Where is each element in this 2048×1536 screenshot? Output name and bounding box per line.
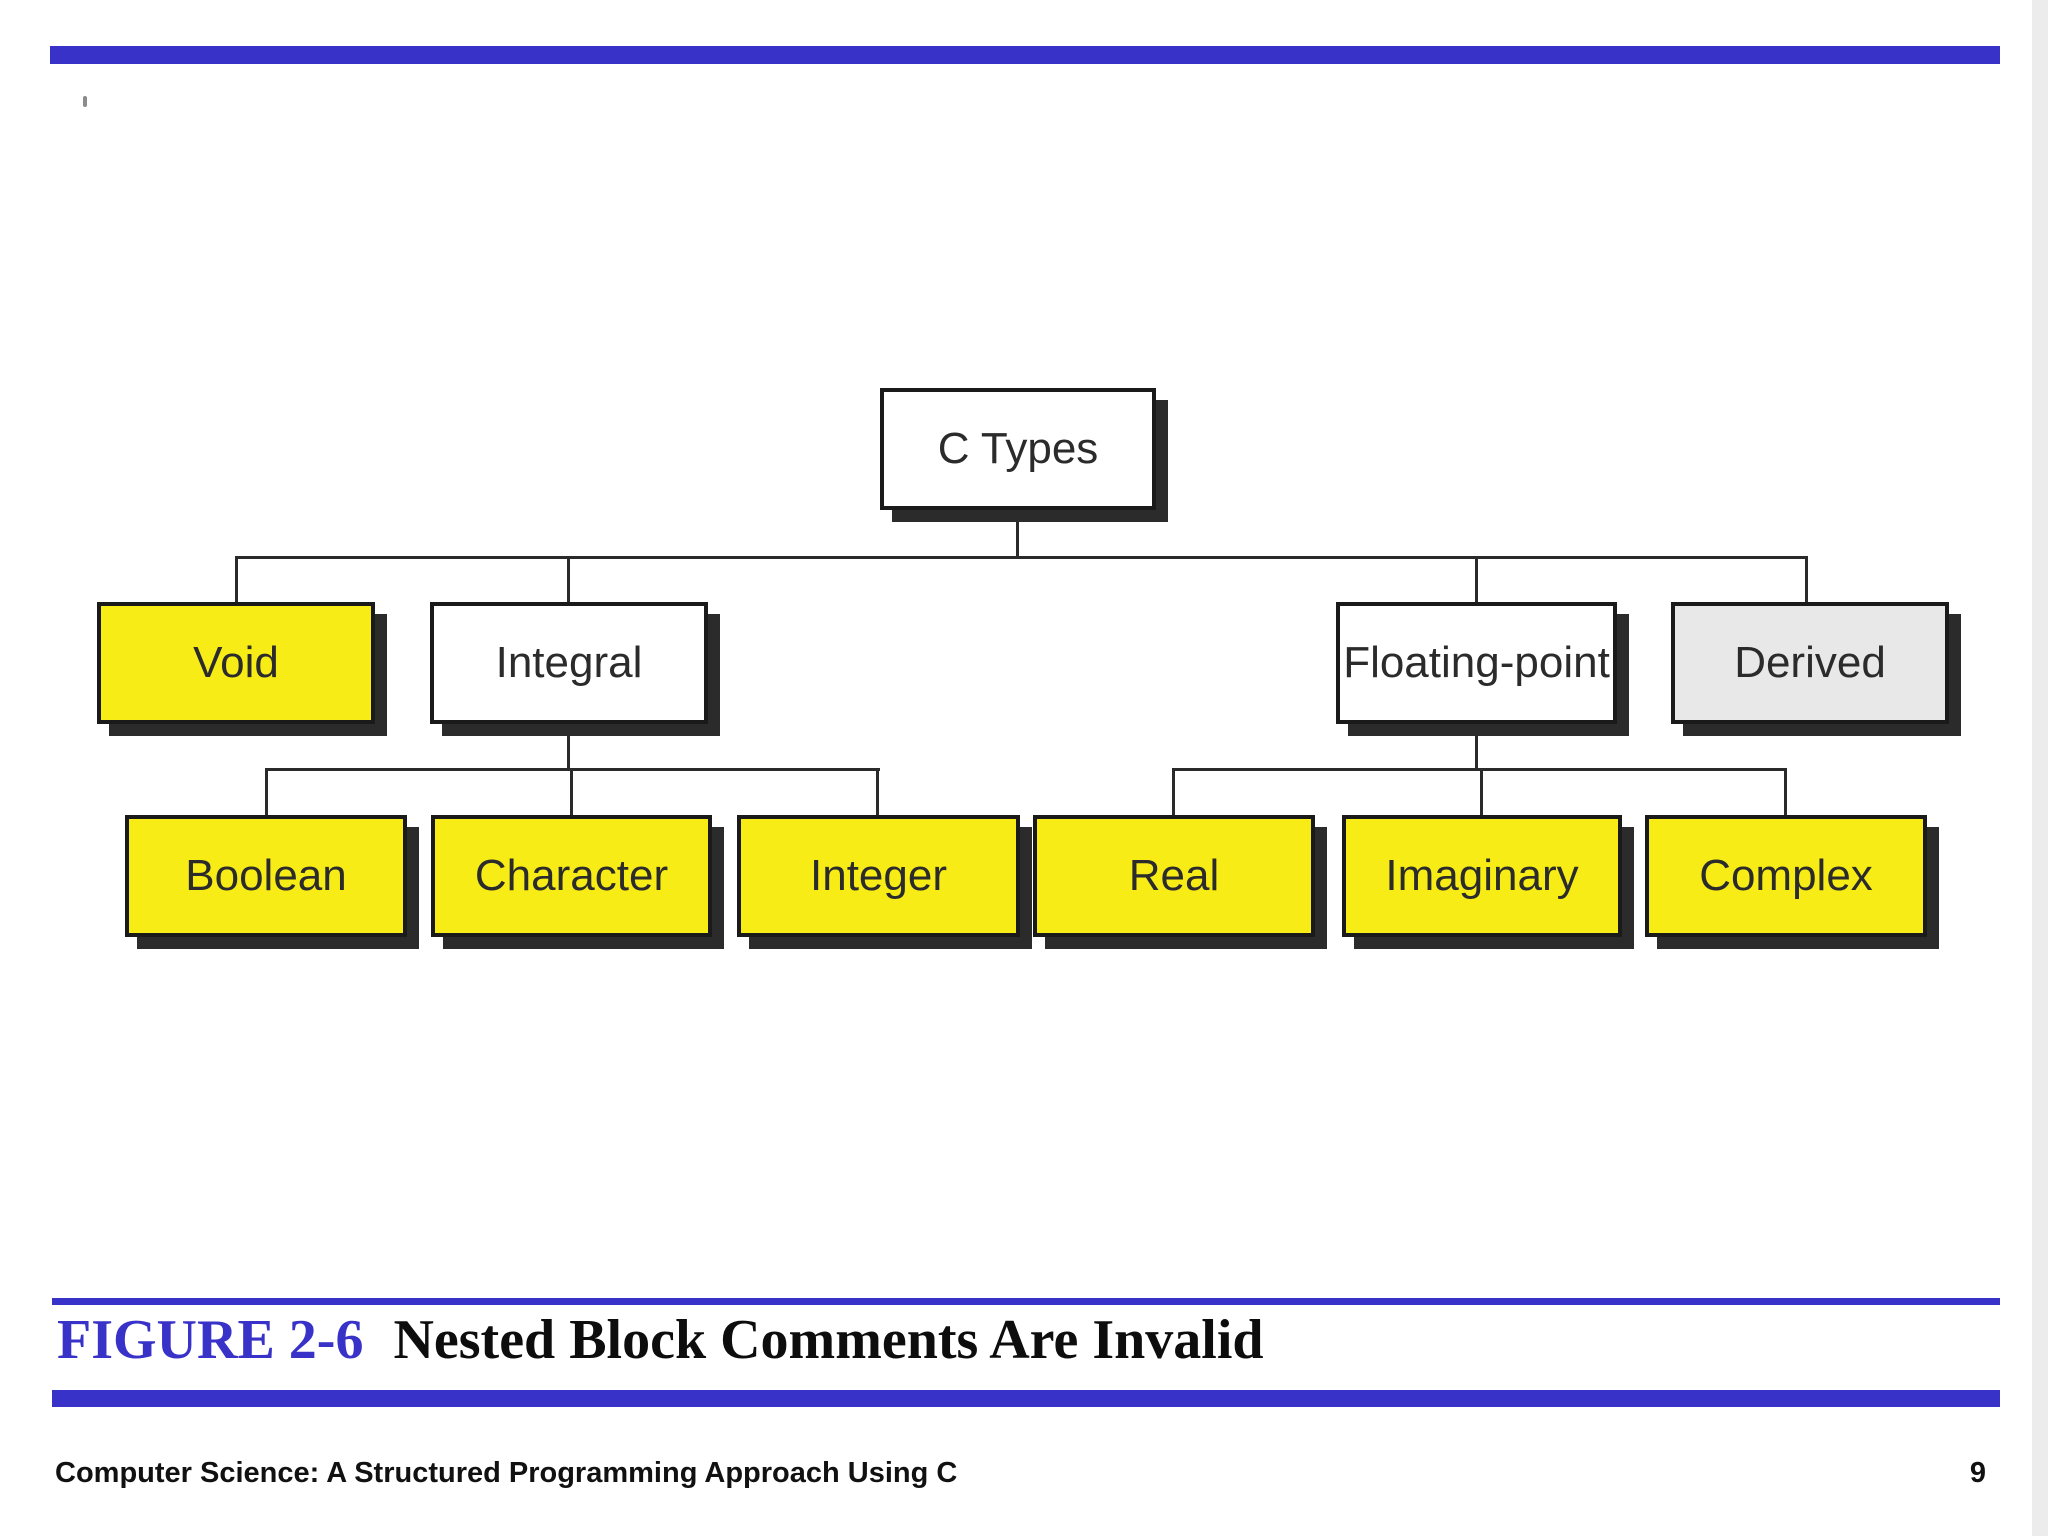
node-real-label: Real (1128, 851, 1220, 900)
connector-stub-real (1172, 770, 1175, 815)
connector-stub-derived (1805, 558, 1808, 602)
caption-rule-bottom (52, 1390, 2000, 1407)
node-character: Character (431, 815, 712, 937)
node-c-types: C Types (880, 388, 1156, 510)
node-boolean: Boolean (125, 815, 407, 937)
top-accent-bar (50, 46, 2000, 64)
page-edge-strip (2032, 0, 2048, 1536)
connector-floating-children-hline (1172, 768, 1787, 771)
node-complex-label: Complex (1699, 851, 1873, 900)
node-void-label: Void (193, 638, 279, 687)
node-real: Real (1033, 815, 1315, 937)
connector-stub-boolean (265, 770, 268, 815)
footer-book-title: Computer Science: A Structured Programmi… (55, 1457, 958, 1489)
connector-integral-stem (567, 724, 570, 770)
node-floating-point-label: Floating-point (1343, 638, 1610, 687)
node-integer: Integer (737, 815, 1020, 937)
node-floating-point: Floating-point (1336, 602, 1617, 724)
node-derived-label: Derived (1734, 638, 1886, 687)
figure-title: Nested Block Comments Are Invalid (393, 1309, 1264, 1371)
scan-speck (83, 96, 87, 107)
connector-stub-void (235, 558, 238, 602)
node-imaginary-label: Imaginary (1385, 851, 1579, 900)
node-integral: Integral (430, 602, 708, 724)
figure-caption: FIGURE 2-6 Nested Block Comments Are Inva… (57, 1309, 1264, 1372)
connector-stub-integer (876, 770, 879, 815)
node-void: Void (97, 602, 375, 724)
connector-root-stem (1016, 510, 1019, 558)
node-complex: Complex (1645, 815, 1927, 937)
caption-rule-top (52, 1298, 2000, 1305)
footer-page-number: 9 (1969, 1457, 1986, 1489)
connector-stub-character (570, 770, 573, 815)
connector-floating-point-stem (1475, 724, 1478, 770)
connector-level1-hline (235, 556, 1808, 559)
node-character-label: Character (474, 851, 669, 900)
connector-stub-floating-point (1475, 558, 1478, 602)
connector-stub-imaginary (1480, 770, 1483, 815)
connector-stub-integral (567, 558, 570, 602)
connector-integral-children-hline (265, 768, 880, 771)
node-boolean-label: Boolean (185, 851, 347, 900)
node-c-types-label: C Types (937, 424, 1099, 473)
connector-stub-complex (1784, 770, 1787, 815)
node-imaginary: Imaginary (1342, 815, 1622, 937)
node-integral-label: Integral (495, 638, 643, 687)
node-derived: Derived (1671, 602, 1949, 724)
node-integer-label: Integer (810, 851, 947, 900)
figure-number: FIGURE 2-6 (57, 1309, 364, 1371)
